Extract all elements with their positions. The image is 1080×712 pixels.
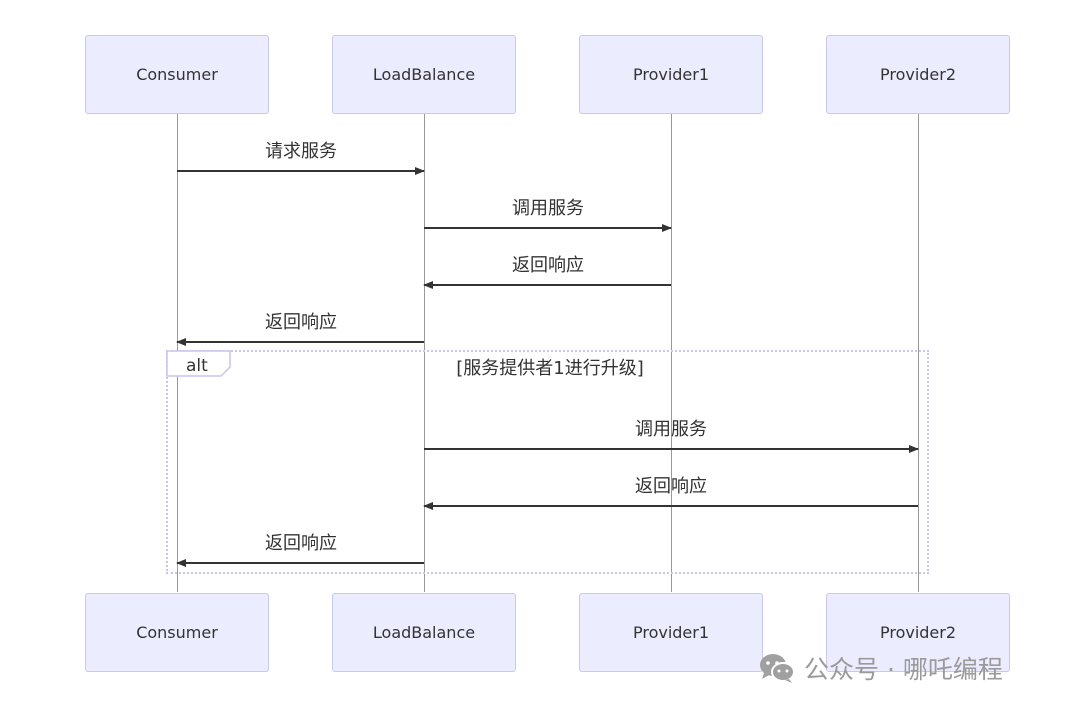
actor-consumer-bottom: Consumer bbox=[85, 593, 269, 672]
actor-provider2-top: Provider2 bbox=[826, 35, 1010, 114]
alt-label-tab bbox=[166, 350, 231, 377]
message-label-call-provider2: 调用服务 bbox=[635, 419, 707, 440]
alt-keyword: alt bbox=[186, 356, 208, 376]
actor-provider1-bottom: Provider1 bbox=[579, 593, 763, 672]
wechat-icon bbox=[760, 654, 795, 683]
message-label-return-provider2: 返回响应 bbox=[635, 476, 707, 497]
lifeline-loadbalance bbox=[424, 114, 425, 592]
watermark: 公众号 · 哪吒编程 bbox=[758, 650, 1003, 686]
actor-consumer-top: Consumer bbox=[85, 35, 269, 114]
actor-loadbalance-top: LoadBalance bbox=[332, 35, 516, 114]
message-label-return-consumer-alt: 返回响应 bbox=[265, 533, 337, 554]
message-label-call-provider1: 调用服务 bbox=[512, 198, 584, 219]
message-label-return-consumer: 返回响应 bbox=[265, 312, 337, 333]
alt-frame bbox=[166, 350, 929, 574]
actor-provider2-bottom: Provider2 bbox=[826, 593, 1010, 672]
actor-loadbalance-bottom: LoadBalance bbox=[332, 593, 516, 672]
actor-provider1-top: Provider1 bbox=[579, 35, 763, 114]
lifeline-provider1 bbox=[671, 114, 672, 592]
lifeline-provider2 bbox=[918, 114, 919, 592]
message-label-request-service: 请求服务 bbox=[265, 141, 337, 162]
message-label-return-provider1: 返回响应 bbox=[512, 255, 584, 276]
alt-condition: [服务提供者1进行升级] bbox=[456, 358, 644, 379]
watermark-text: 公众号 · 哪吒编程 bbox=[804, 655, 1003, 684]
